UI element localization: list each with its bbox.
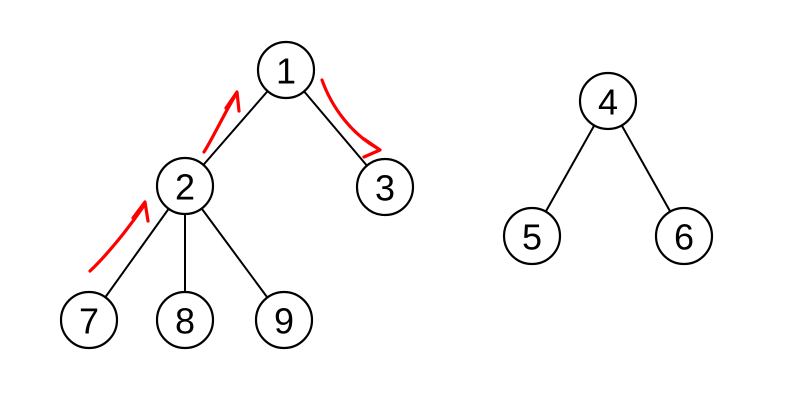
tree-node-9[interactable]: 9 — [254, 290, 314, 350]
arrow-7-to-2-shaft — [88, 205, 145, 273]
node-label-6: 6 — [674, 217, 694, 258]
tree-edge-2-7 — [104, 207, 170, 299]
arrow-2-to-1-arrowhead-icon — [224, 90, 241, 113]
tree-node-3[interactable]: 3 — [355, 157, 415, 217]
node-circle-8 — [155, 290, 215, 350]
node-label-9: 9 — [274, 301, 294, 342]
tree-node-7[interactable]: 7 — [59, 290, 119, 350]
tree-edge-4-6 — [620, 124, 672, 213]
node-label-2: 2 — [175, 167, 195, 208]
node-circle-1 — [256, 40, 316, 100]
node-circle-5 — [502, 206, 562, 266]
arrow-7-to-2 — [88, 200, 150, 273]
edges-layer — [104, 90, 672, 299]
arrow-2-to-1 — [202, 90, 241, 154]
node-label-5: 5 — [522, 217, 542, 258]
tree-node-4[interactable]: 4 — [578, 71, 638, 131]
tree-node-1[interactable]: 1 — [256, 40, 316, 100]
tree-edge-4-5 — [544, 124, 596, 213]
arrow-1-to-3-shaft — [320, 78, 379, 150]
node-label-7: 7 — [79, 301, 99, 342]
nodes-layer: 1 2 3 7 8 9 4 5 6 — [59, 40, 714, 350]
tree-edge-1-3 — [303, 90, 368, 167]
tree-edge-2-9 — [200, 207, 269, 299]
node-label-4: 4 — [598, 82, 618, 123]
tree-node-2[interactable]: 2 — [155, 156, 215, 216]
node-circle-2 — [155, 156, 215, 216]
node-label-3: 3 — [375, 168, 395, 209]
tree-node-5[interactable]: 5 — [502, 206, 562, 266]
node-circle-7 — [59, 290, 119, 350]
node-label-8: 8 — [175, 301, 195, 342]
node-circle-4 — [578, 71, 638, 131]
tree-edge-1-2 — [202, 90, 269, 166]
tree-node-6[interactable]: 6 — [654, 206, 714, 266]
node-label-1: 1 — [276, 51, 296, 92]
node-circle-3 — [355, 157, 415, 217]
annotations-layer — [88, 78, 382, 273]
tree-node-8[interactable]: 8 — [155, 290, 215, 350]
arrow-1-to-3 — [320, 78, 382, 159]
node-circle-6 — [654, 206, 714, 266]
arrow-1-to-3-arrowhead-icon — [362, 137, 382, 159]
node-circle-9 — [254, 290, 314, 350]
arrow-7-to-2-arrowhead-icon — [131, 200, 150, 223]
